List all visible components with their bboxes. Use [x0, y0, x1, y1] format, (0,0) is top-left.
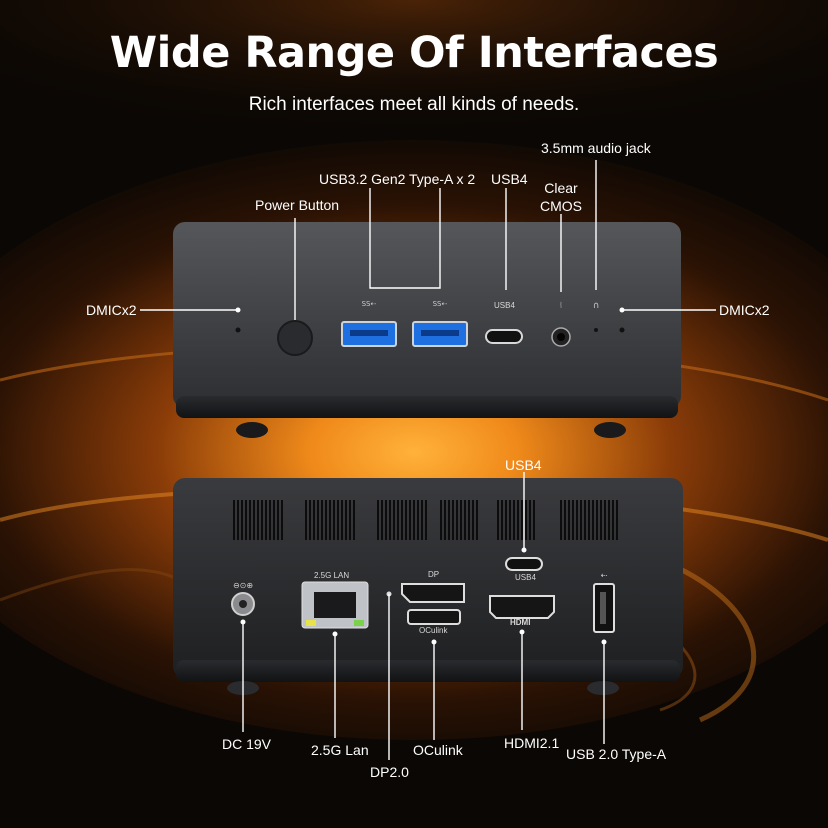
usb-trident-icon: ⇠	[601, 571, 608, 580]
lan-mark: 2.5G LAN	[314, 571, 350, 580]
usb4-rear-mark: USB4	[515, 573, 536, 582]
rear-chassis	[173, 478, 683, 695]
headphone-icon: ∩	[593, 301, 600, 311]
front-chassis	[173, 222, 681, 438]
usb4-rear-label: USB4	[505, 457, 542, 473]
usb4-rear-port[interactable]	[505, 557, 543, 571]
front-leader-lines	[140, 160, 716, 320]
svg-text:SS⇠: SS⇠	[362, 300, 377, 308]
usb2-label: USB 2.0 Type-A	[566, 746, 667, 762]
vent-grille	[233, 500, 618, 540]
page-title: Wide Range Of Interfaces	[109, 28, 719, 78]
usb-ss-icon: SS⇠ SS⇠	[362, 300, 448, 308]
usb2-port[interactable]	[593, 583, 615, 633]
rear-leader-dots	[240, 547, 607, 645]
oculink-mark: OCulink	[419, 626, 448, 635]
dmic-right-hole	[619, 327, 625, 333]
usb4-front-mark: USB4	[494, 301, 515, 310]
usb32-label: USB3.2 Gen2 Type-A x 2	[319, 171, 476, 187]
dc-label: DC 19V	[222, 736, 272, 752]
usb4-front-label: USB4	[491, 171, 528, 187]
oculink-label: OCulink	[413, 742, 463, 758]
power-button[interactable]	[277, 320, 313, 356]
dc-polarity-icon: ⊖⊙⊕	[233, 581, 253, 590]
dmic-left-label: DMICx2	[86, 302, 137, 318]
clear-cmos-label: Clear CMOS	[540, 180, 582, 214]
dp-label: DP2.0	[370, 764, 409, 780]
hdmi-mark: HDMI	[510, 618, 531, 627]
dp-port[interactable]	[401, 583, 465, 603]
hdmi-label: HDMI2.1	[504, 735, 560, 751]
rear-leader-lines	[242, 472, 605, 760]
front-leader-dots	[235, 307, 625, 313]
oculink-port[interactable]	[407, 609, 461, 625]
dmic-left-hole	[235, 327, 241, 333]
lan-label: 2.5G Lan	[311, 742, 369, 758]
dp-mark: DP	[428, 570, 440, 579]
hdmi-port[interactable]	[489, 595, 555, 619]
usb4-front-port[interactable]	[485, 329, 523, 344]
power-button-label: Power Button	[255, 197, 340, 213]
usb3-port-1[interactable]	[341, 321, 397, 347]
usb3-port-2[interactable]	[412, 321, 468, 347]
page-subtitle: Rich interfaces meet all kinds of needs.	[248, 94, 580, 115]
audio-jack-label: 3.5mm audio jack	[541, 140, 651, 156]
dmic-right-label: DMICx2	[719, 302, 770, 318]
mic-icon: ⦚	[560, 301, 562, 310]
dc-power-port[interactable]	[231, 592, 255, 616]
clear-cmos-hole	[594, 328, 598, 332]
audio-jack-port[interactable]	[551, 327, 571, 347]
lan-port[interactable]	[301, 581, 369, 629]
svg-text:SS⇠: SS⇠	[433, 300, 448, 308]
